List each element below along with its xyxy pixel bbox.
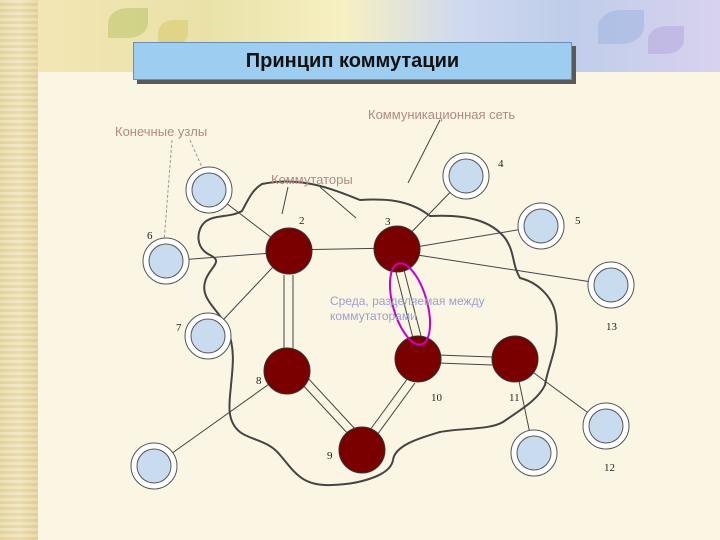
end-node xyxy=(130,442,178,490)
node-number: 10 xyxy=(431,392,442,404)
switch-node xyxy=(491,335,539,383)
switch-node xyxy=(265,227,313,275)
end-node xyxy=(184,312,232,360)
node-number: 3 xyxy=(385,216,391,228)
node-number: 12 xyxy=(604,462,615,474)
switch-link xyxy=(299,381,351,437)
switch-node xyxy=(373,225,421,273)
slide-title: Принцип коммутации xyxy=(133,42,572,80)
end-node xyxy=(587,261,635,309)
shared-medium-label: Среда, разделяемая между коммутаторами xyxy=(330,294,485,323)
pointer-line xyxy=(163,139,173,243)
node-number: 4 xyxy=(498,158,504,170)
switch-node xyxy=(338,426,386,474)
end-nodes-label: Конечные узлы xyxy=(115,124,208,139)
switch-link xyxy=(403,269,422,337)
node-number: 8 xyxy=(256,375,262,387)
link xyxy=(153,371,287,467)
switch-link xyxy=(395,271,414,339)
switch-node xyxy=(263,347,311,395)
left-decorative-strip xyxy=(0,0,38,540)
network-label: Коммуникационная сеть xyxy=(368,107,516,122)
pointer-line xyxy=(281,186,289,215)
switch-link xyxy=(305,375,357,431)
end-node xyxy=(510,429,558,477)
node-number: 6 xyxy=(147,230,153,242)
node-number: 11 xyxy=(509,392,520,404)
end-node xyxy=(582,402,630,450)
switch-link xyxy=(369,377,409,431)
switch-link xyxy=(376,382,416,436)
end-node xyxy=(442,152,490,200)
link xyxy=(397,225,542,251)
end-node xyxy=(142,237,190,285)
switch-link xyxy=(437,354,493,358)
node-number: 5 xyxy=(575,215,581,227)
network-cloud-outline xyxy=(197,180,558,487)
switch-link xyxy=(437,362,493,366)
switches-label: Коммутаторы xyxy=(271,172,353,187)
node-number: 7 xyxy=(176,322,182,334)
link xyxy=(397,251,612,286)
pointer-line xyxy=(319,186,357,219)
end-node xyxy=(517,202,565,250)
pointer-line xyxy=(189,139,205,173)
node-number: 13 xyxy=(606,321,617,333)
node-number: 9 xyxy=(327,450,333,462)
end-node xyxy=(185,166,233,214)
node-number: 2 xyxy=(299,215,305,227)
switch-node xyxy=(394,335,442,383)
pointer-line xyxy=(407,119,441,184)
shared-medium-highlight xyxy=(388,262,432,346)
